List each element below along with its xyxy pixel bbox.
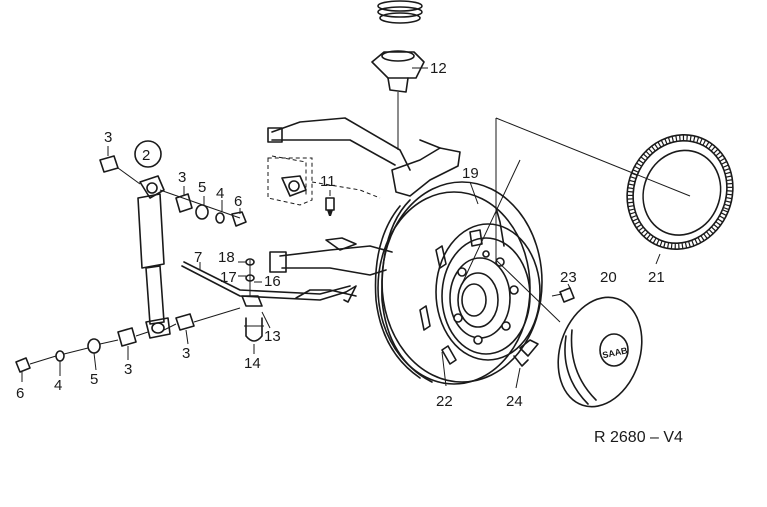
- callout-11: 11: [320, 173, 336, 190]
- lower-bushing-left: [117, 327, 137, 347]
- upper-lock-washer: [215, 212, 225, 224]
- callout-21: 21: [648, 269, 665, 286]
- callout-circle-2: [134, 140, 162, 168]
- hub-cap: [557, 296, 643, 408]
- upper-bushing: [175, 193, 193, 213]
- callout-24: 24: [506, 393, 523, 410]
- callout-3-lower-left: 3: [124, 361, 132, 378]
- valve-24: [513, 339, 539, 367]
- lower-lock-washer: [55, 350, 65, 362]
- callout-14: 14: [244, 355, 261, 372]
- callout-20: 20: [600, 269, 617, 286]
- callout-3-lower-right: 3: [182, 345, 190, 362]
- callout-2: 2: [142, 147, 150, 164]
- callout-7: 7: [194, 249, 202, 266]
- callout-22: 22: [436, 393, 453, 410]
- dashed-frame: [267, 155, 381, 206]
- lower-washer: [87, 338, 101, 354]
- reference-code: R 2680 – V4: [594, 429, 683, 446]
- callout-12: 12: [430, 60, 447, 77]
- spring-seat: [371, 50, 425, 150]
- callout-5-lower: 5: [90, 371, 98, 388]
- wheel-bolt-23: [551, 287, 575, 303]
- bolt-11: [325, 197, 335, 216]
- callout-6-upper: 6: [234, 193, 242, 210]
- lower-wishbone: [269, 237, 393, 299]
- shock-absorber: [137, 175, 171, 339]
- callout-4-lower: 4: [54, 377, 62, 394]
- ball-joint: [281, 175, 307, 197]
- callout-13: 13: [264, 328, 281, 345]
- callout-18: 18: [218, 249, 235, 266]
- callouts: 12 11 19 21 20 23 22 24 3 2 3 5 4 6 7 18…: [16, 60, 665, 410]
- coil-spring: [377, 0, 423, 24]
- lower-nut: [15, 357, 31, 373]
- trim-ring: [626, 134, 734, 250]
- callout-17: 17: [220, 269, 237, 286]
- callout-16: 16: [264, 273, 281, 290]
- callout-19: 19: [462, 165, 479, 182]
- callout-6-lower: 6: [16, 385, 24, 402]
- u-clamp: [244, 317, 264, 342]
- stabilizer-bar: [181, 261, 357, 303]
- upper-wishbone: [267, 117, 461, 197]
- lower-bushing-right: [175, 313, 195, 331]
- upper-washer: [195, 204, 209, 220]
- callout-3-upper: 3: [178, 169, 186, 186]
- callout-4-upper: 4: [216, 185, 224, 202]
- brake-drum: [374, 181, 543, 385]
- callout-5-upper: 5: [198, 179, 206, 196]
- callout-23: 23: [560, 269, 577, 286]
- upper-nut: [231, 211, 247, 227]
- bushing-top-left: [99, 155, 119, 173]
- callout-3-top: 3: [104, 129, 112, 146]
